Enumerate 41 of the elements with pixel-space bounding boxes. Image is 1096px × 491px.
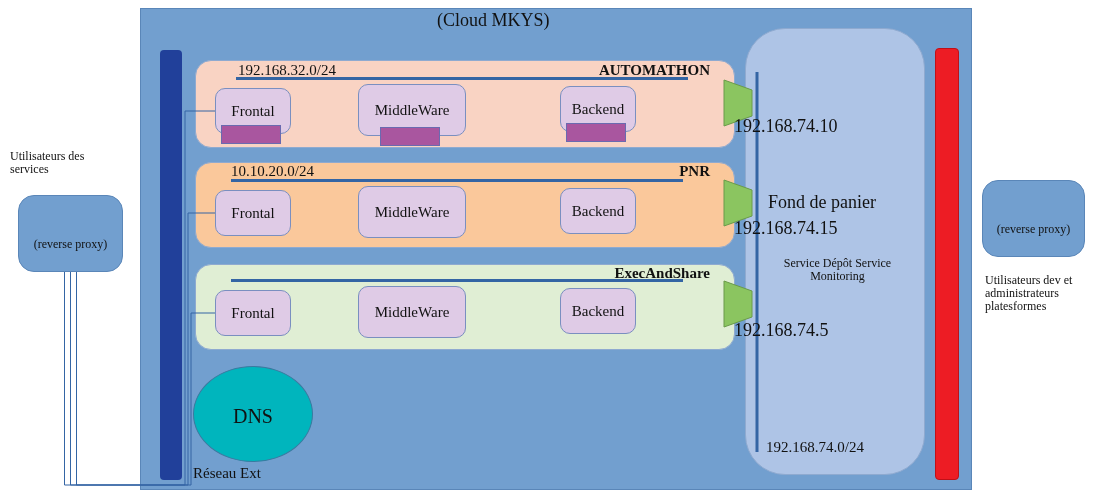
proxy-box bbox=[982, 180, 1085, 257]
connector-line bbox=[76, 271, 216, 486]
node-label: MiddleWare bbox=[373, 101, 451, 119]
node-label: DNS bbox=[232, 405, 274, 427]
node-label: MiddleWare bbox=[373, 303, 451, 321]
node-label: Frontal bbox=[230, 102, 276, 120]
node-label: (reverse proxy) bbox=[32, 238, 109, 252]
node-label: Backend bbox=[570, 202, 626, 220]
node-label: MiddleWare bbox=[373, 203, 451, 221]
subnet-label: 192.168.74.0/24 bbox=[766, 439, 864, 456]
network-bar bbox=[160, 50, 182, 480]
service-box bbox=[215, 290, 291, 336]
connector-line bbox=[70, 212, 216, 486]
zone-title: ExecAndShare bbox=[614, 265, 710, 282]
user-group-label: Utilisateurs dev et administrateurs platesformes bbox=[985, 274, 1074, 314]
node-label: (reverse proxy) bbox=[995, 223, 1072, 237]
service-box bbox=[358, 286, 466, 338]
panel-title: Fond de panier bbox=[768, 193, 876, 213]
zone-title: AUTOMATHON bbox=[598, 62, 710, 79]
connector-line bbox=[64, 110, 216, 486]
network-zone bbox=[195, 264, 735, 350]
service-box bbox=[560, 288, 636, 334]
network-label: Réseau Ext bbox=[193, 465, 261, 482]
node-label: Frontal bbox=[230, 204, 276, 222]
node-label: Backend bbox=[570, 302, 626, 320]
network-zone bbox=[195, 60, 735, 148]
zone-title: PNR bbox=[679, 163, 710, 180]
network-zone bbox=[195, 162, 735, 248]
cloud-zone bbox=[140, 8, 972, 490]
service-list: Service Dépôt Service Monitoring bbox=[780, 257, 895, 284]
service-box bbox=[358, 186, 466, 238]
zone-title: (Cloud MKYS) bbox=[437, 11, 550, 31]
proxy-box bbox=[18, 195, 123, 272]
subnet-label: 192.168.32.0/24 bbox=[238, 62, 336, 79]
network-bar bbox=[935, 48, 959, 480]
node-label: Backend bbox=[570, 100, 626, 118]
service-box bbox=[215, 190, 291, 236]
user-group-label: Utilisateurs des services bbox=[10, 150, 86, 177]
service-box bbox=[560, 188, 636, 234]
node-label: Frontal bbox=[230, 304, 276, 322]
subnet-label: 10.10.20.0/24 bbox=[231, 163, 314, 180]
